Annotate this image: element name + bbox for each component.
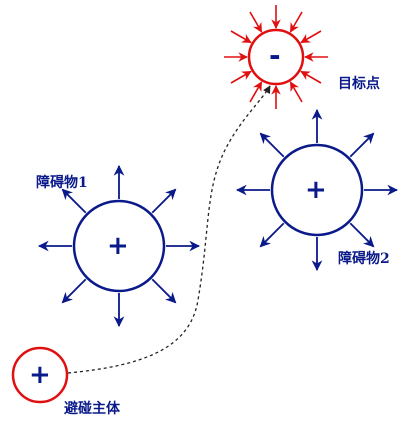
obstacle-2-field-arrow — [349, 222, 375, 248]
target-field-arrow — [230, 70, 252, 84]
avoidance-path — [67, 85, 271, 374]
obstacle-2-field-arrow — [349, 132, 375, 158]
obstacle-1-field-arrow — [61, 188, 87, 214]
obstacle-1-sign: + — [107, 231, 129, 261]
obstacle-1-circle — [72, 199, 166, 293]
target-field-arrow — [230, 30, 252, 44]
target-field-arrow — [249, 11, 263, 33]
agent-circle — [11, 346, 69, 404]
obstacle-1-label: 障碍物1 — [36, 175, 88, 191]
agent-label: 避碰主体 — [64, 401, 120, 417]
target-label: 目标点 — [338, 76, 380, 92]
obstacle-1-field-arrow — [61, 278, 87, 304]
obstacle-2 — [235, 108, 399, 272]
obstacle-2-field-arrow — [259, 222, 285, 248]
obstacle-1-field-arrow — [151, 188, 177, 214]
target-field-arrow — [249, 81, 263, 103]
target-sign: - — [269, 39, 281, 72]
obstacle-2-label: 障碍物2 — [338, 251, 390, 267]
target-field-arrow — [300, 30, 322, 44]
obstacle-2-field-arrow — [259, 132, 285, 158]
target-circle — [247, 28, 305, 86]
obstacle-1 — [37, 164, 201, 328]
agent — [11, 346, 69, 404]
obstacle-1-field — [37, 164, 201, 328]
agent-sign: + — [29, 360, 51, 390]
target-field-arrow — [300, 70, 322, 84]
obstacle-2-circle — [270, 143, 364, 237]
target-field — [224, 5, 328, 109]
target-field-arrow — [289, 11, 303, 33]
obstacle-1-field-arrow — [151, 278, 177, 304]
obstacle-2-field — [235, 108, 399, 272]
obstacle-2-sign: + — [305, 175, 327, 205]
target-point — [224, 5, 328, 109]
target-field-arrow — [289, 81, 303, 103]
